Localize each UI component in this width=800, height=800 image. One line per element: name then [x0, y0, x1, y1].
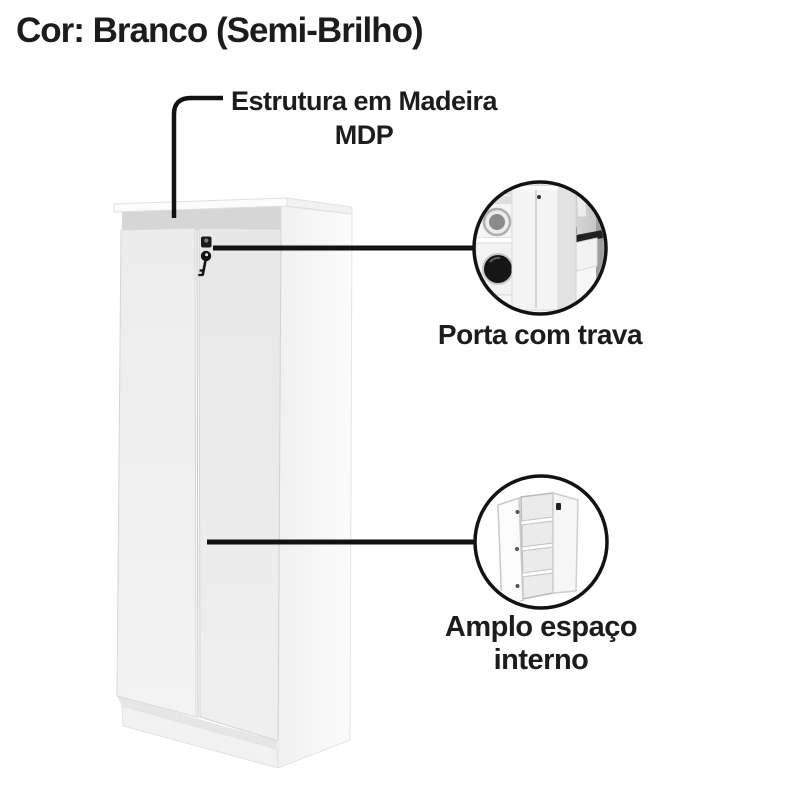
- key-head-hole: [205, 253, 209, 257]
- open-cabinet-right-door: [552, 492, 579, 594]
- cabinet-side-panel: [277, 205, 353, 769]
- hinge-dot-2: [515, 547, 519, 551]
- callout-interior-label: Amplo espaço interno: [409, 611, 673, 677]
- lock-and-key-icon: [198, 236, 212, 277]
- key-stem: [201, 260, 207, 276]
- inset-laundry-room-photo: [472, 180, 608, 316]
- inset-top-circle-border: [472, 180, 608, 316]
- leader-line-structure: [171, 95, 223, 218]
- inset-product-cabinet: [511, 185, 577, 311]
- hinge-dot-3: [515, 584, 520, 588]
- callout-structure-line1: Estrutura em Madeira: [230, 86, 498, 116]
- callout-structure-line2: MDP: [334, 120, 394, 150]
- lock-keyhole: [204, 238, 209, 243]
- callout-lock-label: Porta com trava: [437, 319, 643, 350]
- hinge-dot-1: [515, 510, 520, 514]
- cabinet-plinth: [121, 705, 279, 769]
- cabinet-right-door: [198, 227, 282, 742]
- inset-bottom-circle-border: [473, 474, 609, 610]
- callout-interior-line2: interno: [493, 644, 589, 676]
- open-cabinet-illustration: [497, 492, 579, 605]
- cabinet-top-recess: [122, 206, 281, 231]
- key-teeth: [198, 269, 204, 277]
- inset-open-cabinet-photo: [473, 474, 609, 610]
- inset-lock-dot: [537, 195, 541, 199]
- callout-structure: Estrutura em Madeira MDP: [214, 84, 514, 152]
- open-cabinet-lock: [556, 503, 561, 510]
- cabinet-door-gap: [196, 229, 199, 719]
- callout-interior-line1: Amplo espaço: [444, 611, 638, 643]
- cabinet-top-panel-side: [286, 197, 353, 215]
- leader-lines: [171, 95, 477, 545]
- main-cabinet-illustration: [113, 197, 353, 769]
- cabinet-under-door-shadow: [117, 696, 277, 749]
- page-title: Cor: Branco (Semi-Brilho): [16, 11, 424, 50]
- open-cabinet-left-door: [497, 496, 524, 605]
- appliance-shelf: [476, 238, 520, 243]
- cabinet-left-door: [116, 227, 197, 718]
